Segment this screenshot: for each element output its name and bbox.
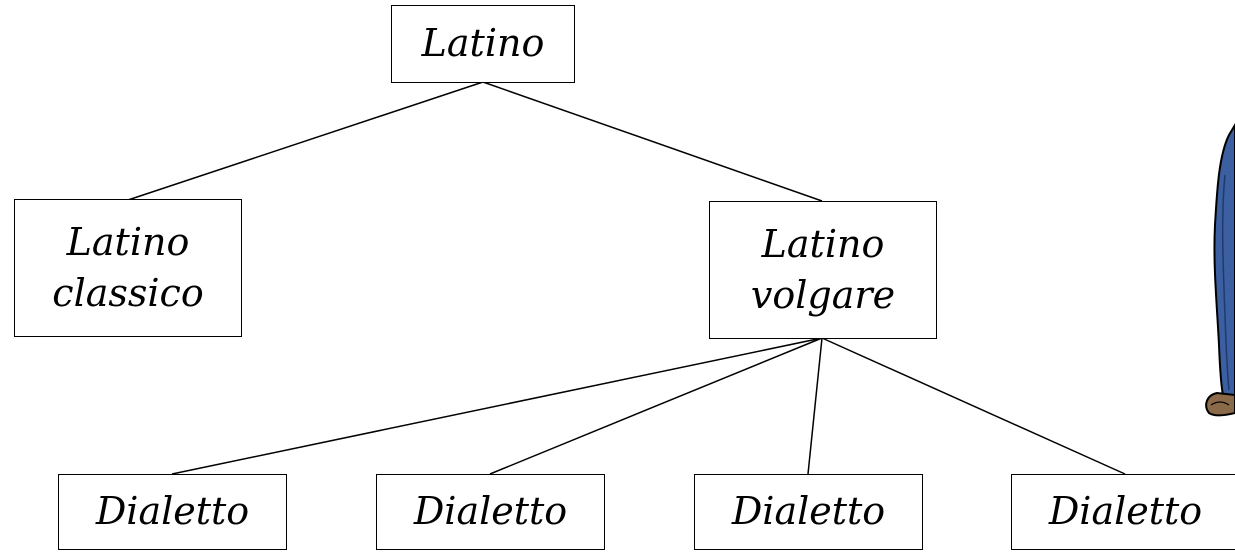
node-latino-volgare-line1: Latino xyxy=(761,221,885,266)
node-dialetto-2: Dialetto xyxy=(376,474,605,550)
node-latino-classico-line2: classico xyxy=(52,271,204,315)
node-latino: Latino xyxy=(391,5,575,83)
figure-foot-detail xyxy=(1210,401,1230,406)
figure-robe-fold xyxy=(1221,174,1230,391)
edge-volgare-dialetto-1 xyxy=(171,337,823,475)
node-dialetto-3: Dialetto xyxy=(694,474,923,550)
robed-figure-illustration xyxy=(1205,123,1235,417)
node-dialetto-2-label: Dialetto xyxy=(413,489,568,534)
edge-volgare-dialetto-2 xyxy=(489,337,823,475)
node-latino-classico-line1: Latino xyxy=(66,219,190,264)
node-dialetto-3-label: Dialetto xyxy=(731,489,886,534)
node-dialetto-1-label: Dialetto xyxy=(95,489,250,534)
node-latino-classico: Latino classico xyxy=(14,199,242,337)
node-dialetto-4: Dialetto xyxy=(1011,474,1235,550)
edge-latino-volgare xyxy=(482,81,823,202)
node-dialetto-1: Dialetto xyxy=(58,474,287,550)
node-latino-volgare-line2: volgare xyxy=(750,273,896,317)
node-latino-volgare: Latino volgare xyxy=(709,201,937,339)
node-dialetto-4-label: Dialetto xyxy=(1048,489,1203,534)
node-latino-label: Latino xyxy=(421,21,545,66)
edge-volgare-dialetto-3 xyxy=(807,337,823,475)
figure-sandal xyxy=(1205,391,1235,417)
figure-robe xyxy=(1213,123,1235,399)
edge-volgare-dialetto-4 xyxy=(821,337,1126,475)
edge-latino-classico xyxy=(127,81,484,201)
